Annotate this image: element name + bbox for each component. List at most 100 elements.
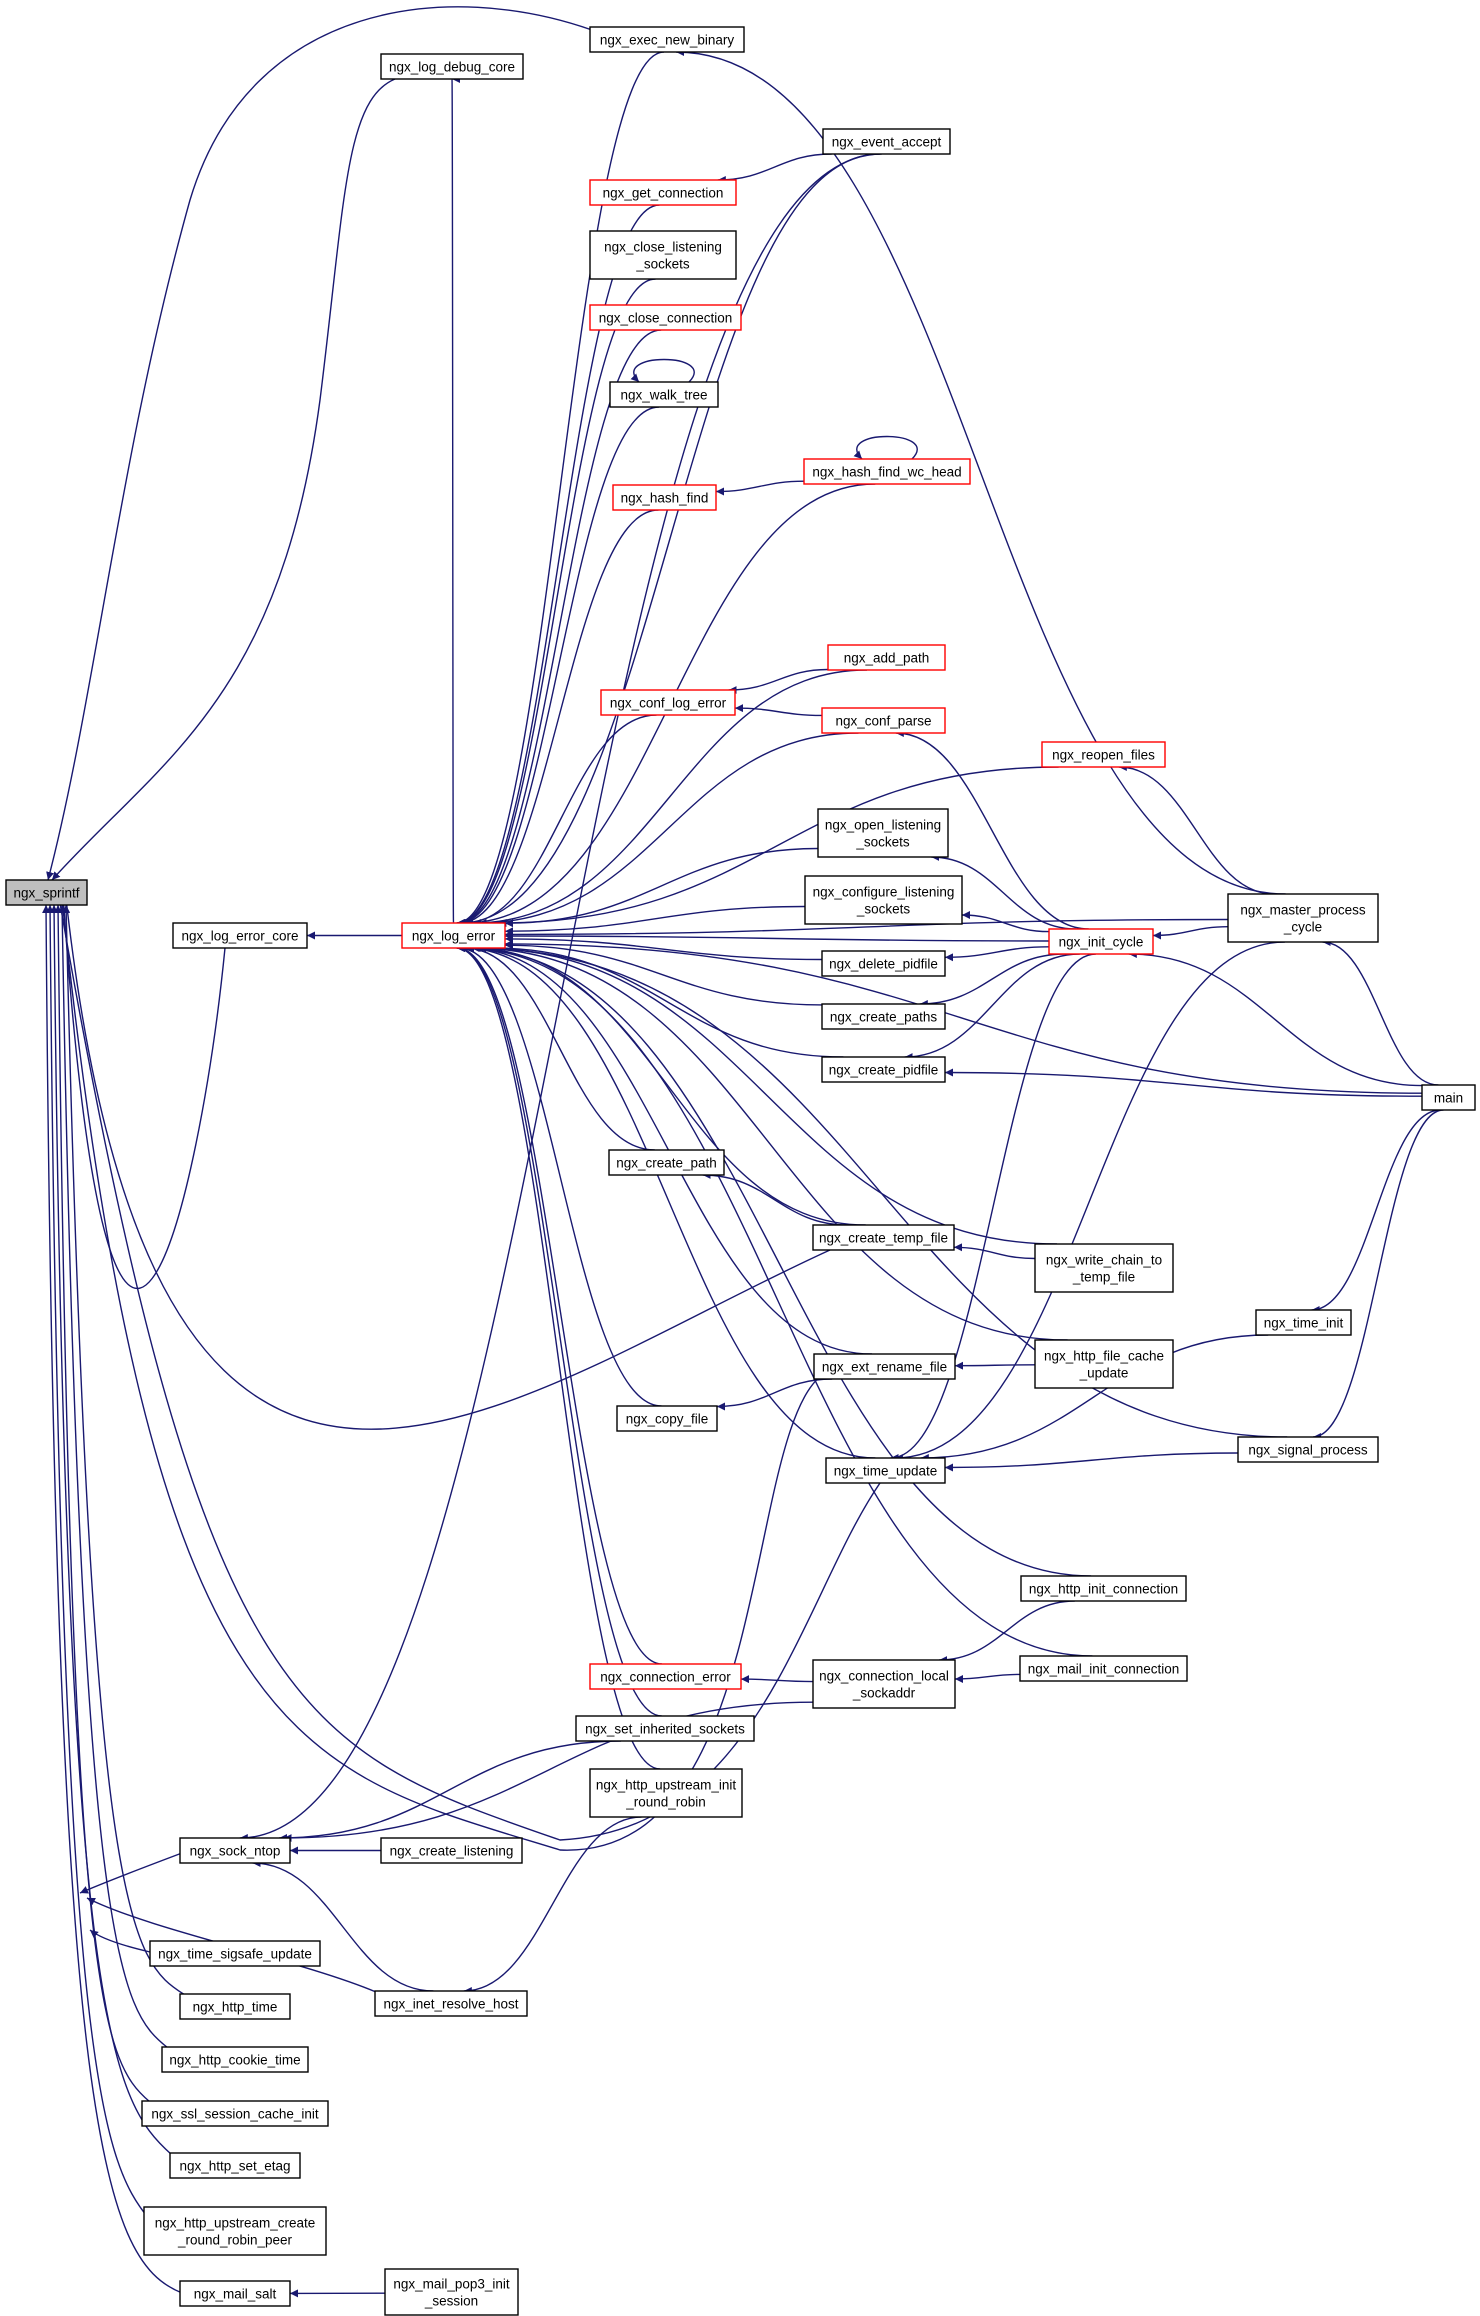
- edge-ngx_create_temp_file-to-ngx_create_path: [702, 1171, 848, 1226]
- node-ngx-create-paths[interactable]: ngx_create_paths: [821, 1003, 946, 1030]
- edge-ngx_hash_find_wc_head-to-ngx_hash_find_wc_head: [853, 435, 918, 460]
- node-box: [589, 1768, 743, 1818]
- node-box: [5, 879, 88, 906]
- node-box: [179, 2280, 291, 2307]
- node-ngx-event-accept[interactable]: ngx_event_accept: [822, 128, 951, 155]
- node-label: ngx_http_time: [193, 2000, 278, 2015]
- edge-ngx_create_paths-to-ngx_log_error: [504, 941, 823, 1006]
- edge-ngx_conf_parse-to-ngx_conf_log_error: [734, 704, 823, 717]
- node-ngx-hash-find-wc-head[interactable]: ngx_hash_find_wc_head: [803, 458, 971, 485]
- node-ngx-time-update[interactable]: ngx_time_update: [825, 1457, 946, 1484]
- node-box: [821, 1056, 946, 1083]
- node-ngx-mail-init-connection[interactable]: ngx_mail_init_connection: [1019, 1655, 1188, 1682]
- node-ngx-exec-new-binary[interactable]: ngx_exec_new_binary: [589, 26, 745, 53]
- node-ngx-create-pidfile[interactable]: ngx_create_pidfile: [821, 1056, 946, 1083]
- node-ngx-open-listening-sockets[interactable]: ngx_open_listening_sockets: [817, 808, 949, 858]
- node-box: [143, 2206, 327, 2256]
- node-box: [1020, 1575, 1187, 1602]
- node-ngx-time-sigsafe-update[interactable]: ngx_time_sigsafe_update: [149, 1940, 321, 1967]
- node-ngx-master-process-cycle[interactable]: ngx_master_process_cycle: [1227, 893, 1379, 943]
- node-label: ngx_connection_error: [600, 1670, 731, 1685]
- node-ngx-create-path[interactable]: ngx_create_path: [608, 1149, 725, 1176]
- node-main[interactable]: main: [1421, 1084, 1476, 1111]
- node-ngx-conf-log-error[interactable]: ngx_conf_log_error: [600, 689, 736, 716]
- node-ngx-copy-file[interactable]: ngx_copy_file: [616, 1405, 718, 1432]
- edge-ngx_init_cycle-to-ngx_conf_parse: [895, 729, 1089, 930]
- node-ngx-mail-pop3-init-session[interactable]: ngx_mail_pop3_init_session: [384, 2268, 519, 2316]
- node-box: [821, 1003, 946, 1030]
- edge-ngx_master_process_cycle-to-ngx_log_error: [504, 918, 1229, 939]
- node-ngx-inet-resolve-host[interactable]: ngx_inet_resolve_host: [374, 1990, 528, 2017]
- node-box: [575, 1715, 755, 1742]
- node-ngx-connection-local-sockaddr[interactable]: ngx_connection_local _sockaddr: [812, 1659, 956, 1709]
- edge-main-to-ngx_log_error: [504, 939, 1423, 1094]
- node-ngx-log-error[interactable]: ngx_log_error: [401, 922, 506, 949]
- edge-ngx_create_path-to-ngx_log_error: [465, 944, 655, 1151]
- node-label: ngx_connection_local: [819, 1669, 949, 1684]
- edge-main-to-ngx_time_init: [1311, 1109, 1441, 1314]
- node-box: [827, 644, 946, 671]
- node-ngx-ssl-session-cache-init[interactable]: ngx_ssl_session_cache_init: [141, 2100, 329, 2127]
- node-ngx-log-debug-core[interactable]: ngx_log_debug_core: [380, 53, 524, 80]
- node-ngx-signal-process[interactable]: ngx_signal_process: [1237, 1436, 1379, 1463]
- node-label: ngx_hash_find_wc_head: [812, 465, 961, 480]
- node-label: ngx_exec_new_binary: [600, 33, 735, 48]
- node-ngx-delete-pidfile[interactable]: ngx_delete_pidfile: [821, 950, 946, 977]
- node-ngx-set-inherited-sockets[interactable]: ngx_set_inherited_sockets: [575, 1715, 755, 1742]
- node-box: [384, 2268, 519, 2316]
- node-label: _sockaddr: [852, 1686, 916, 1701]
- node-ngx-connection-error[interactable]: ngx_connection_error: [589, 1663, 742, 1690]
- node-label: _sockets: [856, 902, 911, 917]
- node-ngx-ext-rename-file[interactable]: ngx_ext_rename_file: [813, 1353, 956, 1380]
- node-ngx-sprintf[interactable]: ngx_sprintf: [5, 879, 88, 906]
- edge-ngx_hash_find_wc_head-to-ngx_hash_find: [715, 480, 805, 496]
- node-ngx-sock-ntop[interactable]: ngx_sock_ntop: [179, 1837, 291, 1864]
- node-ngx-log-error-core[interactable]: ngx_log_error_core: [172, 922, 308, 949]
- node-ngx-mail-salt[interactable]: ngx_mail_salt: [179, 2280, 291, 2307]
- node-ngx-hash-find[interactable]: ngx_hash_find: [612, 484, 717, 511]
- node-box: [1237, 1436, 1379, 1463]
- node-box: [401, 922, 506, 949]
- edge-ngx_event_accept-to-ngx_sock_ntop: [239, 153, 882, 1842]
- edge-ngx_event_accept-to-ngx_get_connection: [717, 153, 832, 184]
- node-label: ngx_get_connection: [603, 186, 724, 201]
- node-label: ngx_create_listening: [390, 1844, 514, 1859]
- node-label: ngx_walk_tree: [620, 388, 707, 403]
- node-box: [589, 304, 742, 331]
- edge-ngx_http_file_cache_update-to-ngx_ext_rename_file: [954, 1361, 1036, 1370]
- node-ngx-close-listening-sockets[interactable]: ngx_close_listening_sockets: [589, 230, 737, 280]
- node-ngx-reopen-files[interactable]: ngx_reopen_files: [1041, 741, 1166, 768]
- edge-ngx_init_cycle-to-ngx_delete_pidfile: [944, 946, 1050, 962]
- node-label: ngx_master_process: [1240, 903, 1366, 918]
- edge-ngx_write_chain_to_temp_file-to-ngx_create_temp_file: [953, 1243, 1036, 1260]
- node-ngx-get-connection[interactable]: ngx_get_connection: [589, 179, 737, 206]
- edge-ngx_http_time-to-ngx_sprintf: [62, 904, 186, 1996]
- node-ngx-time-init[interactable]: ngx_time_init: [1255, 1309, 1352, 1336]
- edge-ngx_add_path-to-ngx_conf_log_error: [728, 668, 829, 694]
- node-box: [804, 875, 963, 925]
- node-label: ngx_open_listening: [825, 818, 941, 833]
- node-ngx-http-init-connection[interactable]: ngx_http_init_connection: [1020, 1575, 1187, 1602]
- node-ngx-conf-parse[interactable]: ngx_conf_parse: [821, 707, 946, 734]
- node-ngx-create-temp-file[interactable]: ngx_create_temp_file: [812, 1224, 955, 1251]
- edge-ngx_inet_resolve_host-to-ngx_sock_ntop: [252, 1859, 434, 1992]
- node-ngx-http-file-cache-update[interactable]: ngx_http_file_cache_update: [1034, 1339, 1174, 1389]
- node-ngx-create-listening[interactable]: ngx_create_listening: [380, 1837, 523, 1864]
- node-ngx-http-time[interactable]: ngx_http_time: [179, 1993, 291, 2020]
- node-ngx-walk-tree[interactable]: ngx_walk_tree: [609, 381, 719, 408]
- node-ngx-add-path[interactable]: ngx_add_path: [827, 644, 946, 671]
- node-label: ngx_http_cookie_time: [169, 2053, 300, 2068]
- edge-ngx_create_temp_file-to-ngx_log_error: [471, 944, 866, 1226]
- edge-main-to-ngx_signal_process: [1312, 1109, 1444, 1441]
- node-ngx-configure-listening-sockets[interactable]: ngx_configure_listening_sockets: [804, 875, 963, 925]
- node-ngx-http-upstream-create-round-robin-peer[interactable]: ngx_http_upstream_create_round_robin_pee…: [143, 2206, 327, 2256]
- node-ngx-http-cookie-time[interactable]: ngx_http_cookie_time: [161, 2046, 309, 2073]
- node-ngx-http-set-etag[interactable]: ngx_http_set_etag: [169, 2152, 301, 2179]
- node-ngx-init-cycle[interactable]: ngx_init_cycle: [1048, 928, 1154, 955]
- node-box: [1034, 1339, 1174, 1389]
- node-ngx-write-chain-to-temp-file[interactable]: ngx_write_chain_to_temp_file: [1034, 1243, 1174, 1293]
- node-ngx-close-connection[interactable]: ngx_close_connection: [589, 304, 742, 331]
- edge-ngx_exec_new_binary-to-ngx_log_error: [456, 51, 665, 927]
- node-ngx-http-upstream-init-round-robin[interactable]: ngx_http_upstream_init_round_robin: [589, 1768, 743, 1818]
- edge-ngx_connection_error-to-ngx_log_error: [457, 944, 662, 1665]
